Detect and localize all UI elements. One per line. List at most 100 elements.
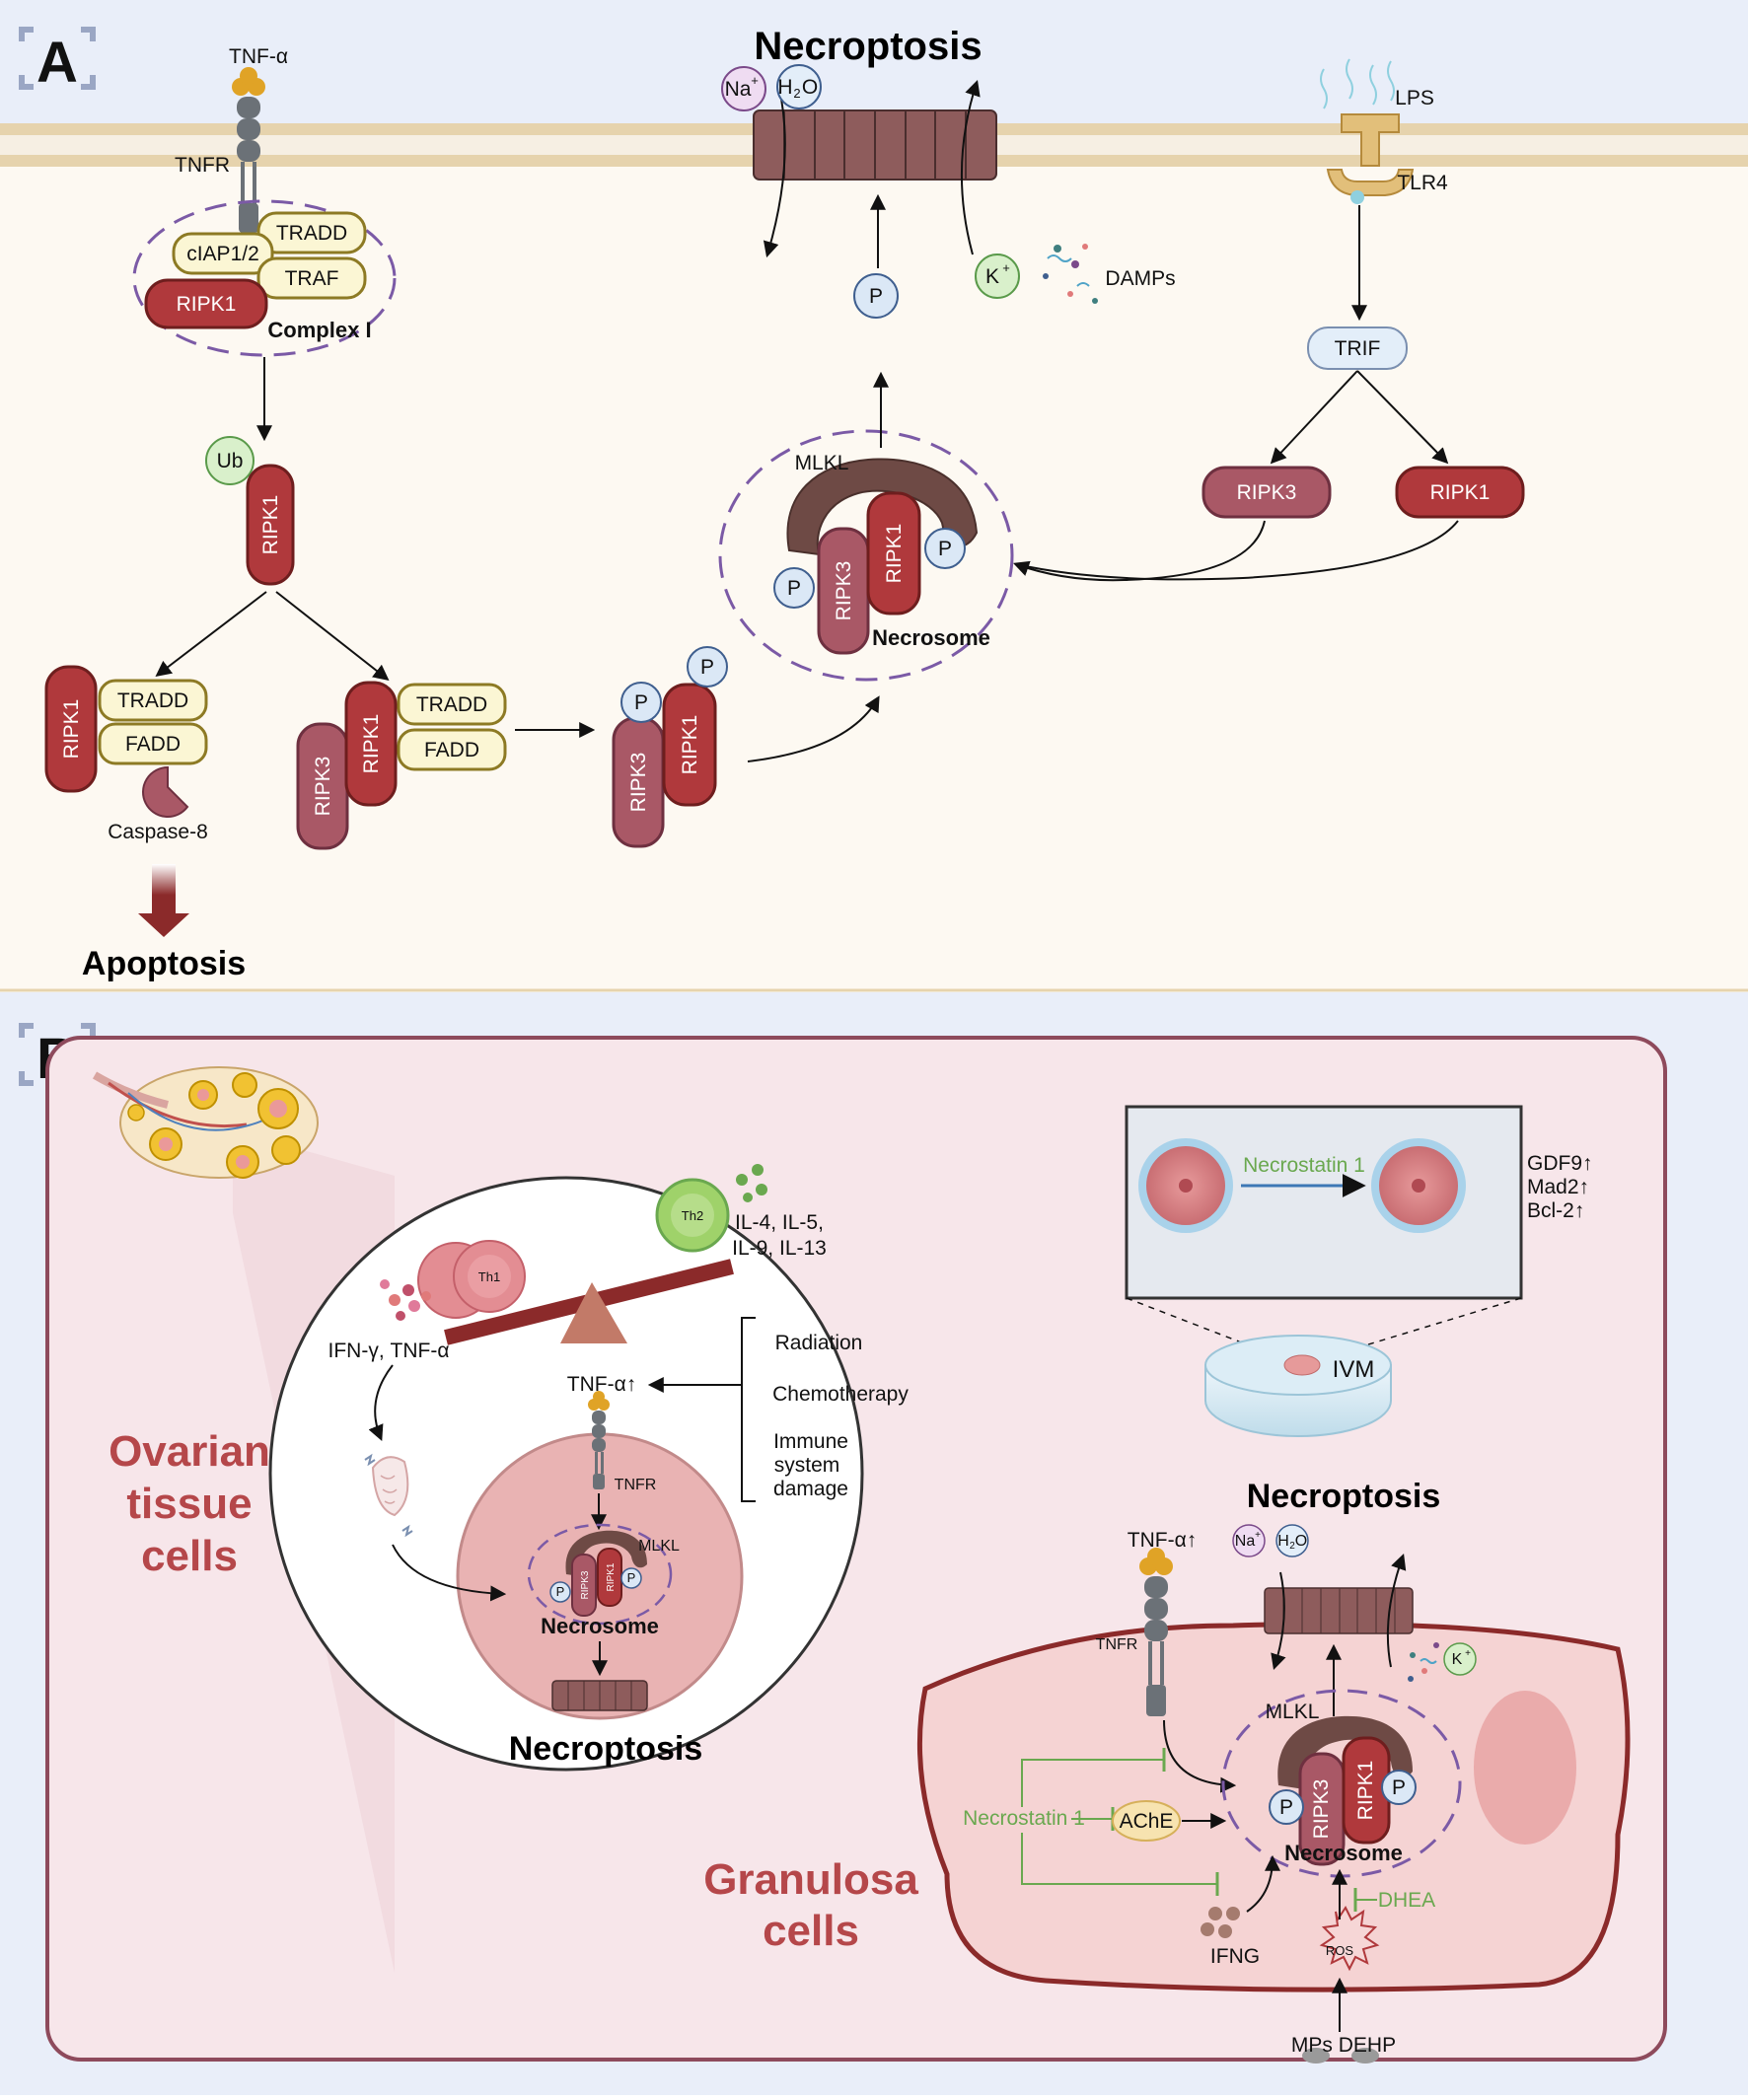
cause-chemotherapy: Chemotherapy: [772, 1383, 909, 1406]
ifng-particles: [1201, 1907, 1240, 1938]
complex-one-traf-label: TRAF: [285, 267, 339, 290]
tlr-ripk1-label: RIPK1: [1430, 481, 1491, 504]
tnf-alpha-up-granulosa: TNF-α↑: [1128, 1529, 1197, 1552]
damps-granulosa-particles: [1408, 1642, 1439, 1682]
complex-one-ripk1: [144, 278, 268, 329]
oocyte-after-nucleus: [1412, 1179, 1425, 1193]
arrow-ion-influx-granulosa: [1271, 1571, 1286, 1671]
necrosome-b-p-left-label: P: [1279, 1796, 1293, 1819]
extracellular-band: [0, 0, 1748, 123]
arrow-th1-to-mito: [368, 1364, 394, 1441]
necrosome-b-label: Necrosome: [1284, 1841, 1403, 1865]
ripk1-ubiquitinated-label: RIPK1: [259, 495, 282, 555]
ripoptosome-ripk1: [344, 681, 398, 807]
necrosome-small-p-left: [549, 1581, 571, 1603]
na-ion-b-base: Na: [1235, 1533, 1256, 1550]
arrow-efflux-a: [960, 79, 981, 255]
h2o-b: [1275, 1524, 1309, 1557]
necrosome-small-boundary: [527, 1523, 673, 1626]
causes-bracket: [741, 1317, 756, 1502]
panel-a-letter: A: [36, 31, 78, 95]
tnfr-granulosa: [1139, 1548, 1173, 1716]
tnfr-label: TNFR: [175, 154, 230, 177]
necroptosis-granulosa-title: Necroptosis: [1247, 1478, 1441, 1515]
ovarian-title-line3: cells: [141, 1532, 238, 1580]
tlr4-label: TLR4: [1397, 172, 1448, 194]
ripoptosome-ripk1-label: RIPK1: [360, 714, 383, 774]
ros-burst: [1319, 1906, 1380, 1972]
ripoptosome-tradd: [397, 683, 507, 726]
granulosa-title-line1: Granulosa: [703, 1855, 918, 1904]
mitochondrion-icon: [364, 1453, 413, 1538]
tlr4-receptor: [1326, 113, 1415, 204]
phospho-ripk1-p: [687, 646, 728, 688]
necrosome-b-p-right-label: P: [1392, 1776, 1406, 1799]
complex-one-ciap: [172, 232, 274, 275]
mlkl-p-label: P: [869, 285, 883, 308]
ub-label: Ub: [217, 450, 244, 472]
arrow-efflux-granulosa: [1386, 1553, 1407, 1668]
na-ion-b-sup: +: [1255, 1530, 1261, 1541]
arrow-ifng-to-necrosome: [1246, 1854, 1280, 1913]
arrow-ripk1-to-necrosome: [1015, 520, 1459, 581]
apoptosis-arrow-shaft: [152, 864, 176, 915]
th1-cytokines-label: IFN-γ, TNF-α: [328, 1340, 450, 1362]
necrosome-a-ripk3-label: RIPK3: [833, 561, 855, 621]
necrosome-b-p-right: [1381, 1770, 1417, 1805]
arrow-ion-influx-a: [763, 98, 786, 258]
damps-label: DAMPs: [1105, 267, 1175, 290]
cause-immune-line2: system: [774, 1454, 840, 1477]
ripoptosome-ripk3-label: RIPK3: [312, 757, 334, 817]
necrosome-b-ripk3-label: RIPK3: [1310, 1779, 1333, 1840]
cause-immune-line1: Immune: [773, 1430, 848, 1453]
phospho-ripk1-p-label: P: [700, 656, 714, 679]
th1-nucleus: [468, 1255, 511, 1298]
ivm-drug-label: Necrostatin 1: [1243, 1154, 1365, 1177]
panel-a-label: A: [19, 27, 96, 95]
ub-node: [205, 436, 255, 485]
marker-mad2: Mad2↑: [1527, 1176, 1589, 1198]
th2-cytokines-line2: IL-9, IL-13: [732, 1237, 827, 1260]
mlkl-p-node: [853, 273, 899, 319]
arrow-trif-to-ripk3: [1270, 370, 1358, 465]
complex-one-tradd-label: TRADD: [276, 222, 347, 245]
complex-one-label: Complex I: [267, 318, 371, 342]
th1-cytokine-particles: [380, 1279, 431, 1321]
petri-dish: [1204, 1335, 1392, 1437]
th2-cytokines-line1: IL-4, IL-5,: [735, 1211, 824, 1234]
necrosome-a-ripk1: [866, 491, 921, 616]
phospho-ripk3-p-label: P: [634, 691, 648, 714]
apoptosis-title: Apoptosis: [82, 945, 246, 982]
mlkl-a-shape: [786, 458, 979, 556]
tnfr-zoom-label: TNFR: [615, 1477, 657, 1493]
necrostatin-to-ifng-line: [1021, 1833, 1217, 1885]
apoptosis-fadd-label: FADD: [125, 733, 181, 756]
ripoptosome-tradd-label: TRADD: [416, 693, 487, 716]
ovary-illustration: [92, 1066, 319, 1179]
mlkl-pore-a: [753, 109, 997, 181]
cause-radiation: Radiation: [775, 1332, 863, 1354]
ivm-dish-label: IVM: [1333, 1356, 1375, 1383]
k-ion-b: [1443, 1642, 1477, 1676]
necrosome-a-p-right: [924, 528, 966, 569]
mlkl-small-label: MLKL: [638, 1538, 680, 1555]
tlr-ripk1: [1395, 466, 1525, 519]
h2o-a-h: H: [777, 76, 792, 99]
ifng-label: IFNG: [1210, 1945, 1260, 1968]
k-ion-a-sup: +: [1002, 260, 1010, 275]
marker-bcl2: Bcl-2↑: [1527, 1199, 1584, 1222]
apoptosis-tradd-label: TRADD: [117, 689, 188, 712]
ache-label: AChE: [1120, 1810, 1174, 1833]
th2-cytokine-particles: [736, 1164, 767, 1202]
th2-label: Th2: [682, 1208, 703, 1223]
na-ion-b: [1232, 1524, 1266, 1557]
caspase8-shape: [142, 765, 189, 818]
apoptosis-arrow-head: [138, 913, 189, 937]
tnfr-granulosa-label: TNFR: [1096, 1636, 1138, 1653]
ros-label: ROS: [1326, 1943, 1354, 1958]
necrosome-a-p-right-label: P: [938, 538, 952, 560]
ripk1-ubiquitinated: [246, 464, 295, 586]
ovarian-title-line1: Ovarian: [109, 1427, 270, 1476]
th1-label: Th1: [478, 1269, 500, 1284]
